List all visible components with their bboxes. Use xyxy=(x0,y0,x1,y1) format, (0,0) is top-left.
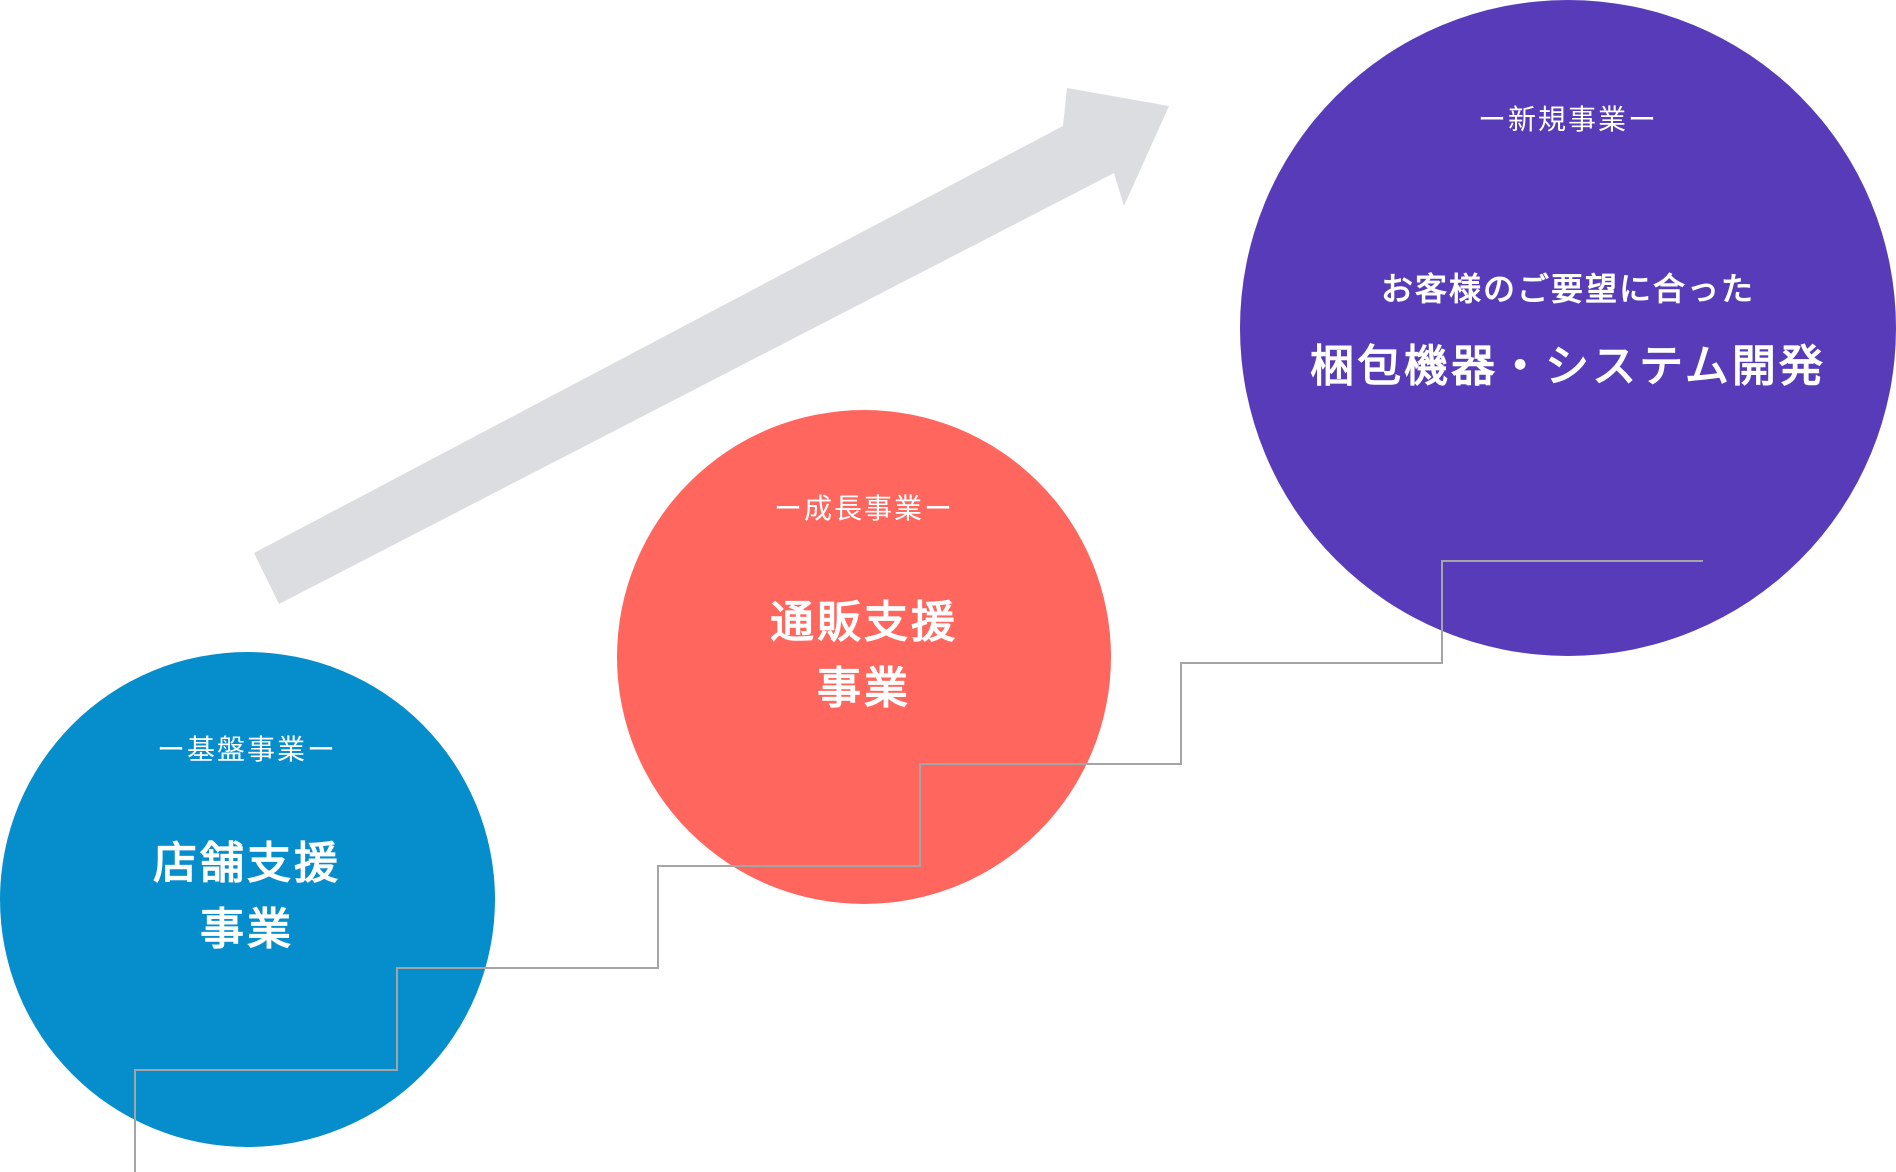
growth-business-circle xyxy=(617,410,1111,904)
stairs-line xyxy=(134,560,1703,1172)
growth-business-title-line-2: 事業 xyxy=(817,663,911,714)
base-business-title-line-2: 事業 xyxy=(200,904,294,955)
base-business-title-line-1: 店舗支援 xyxy=(153,838,341,889)
growth-arrow-icon xyxy=(254,88,1169,604)
new-business-category: ー新規事業ー xyxy=(1477,103,1659,136)
base-business-category: ー基盤事業ー xyxy=(156,733,338,766)
new-business-title-line-1: 梱包機器・システム開発 xyxy=(1310,341,1826,392)
new-business-title: 梱包機器・システム開発 xyxy=(1310,334,1826,400)
growth-business-category: ー成長事業ー xyxy=(773,492,955,525)
base-business-title: 店舗支援 事業 xyxy=(153,831,341,963)
growth-business-title: 通販支援 事業 xyxy=(770,590,958,722)
new-business-circle xyxy=(1240,0,1896,656)
growth-business-title-line-1: 通販支援 xyxy=(770,597,958,648)
new-business-subtitle: お客様のご要望に合った xyxy=(1380,270,1756,308)
base-business-circle xyxy=(0,652,495,1147)
